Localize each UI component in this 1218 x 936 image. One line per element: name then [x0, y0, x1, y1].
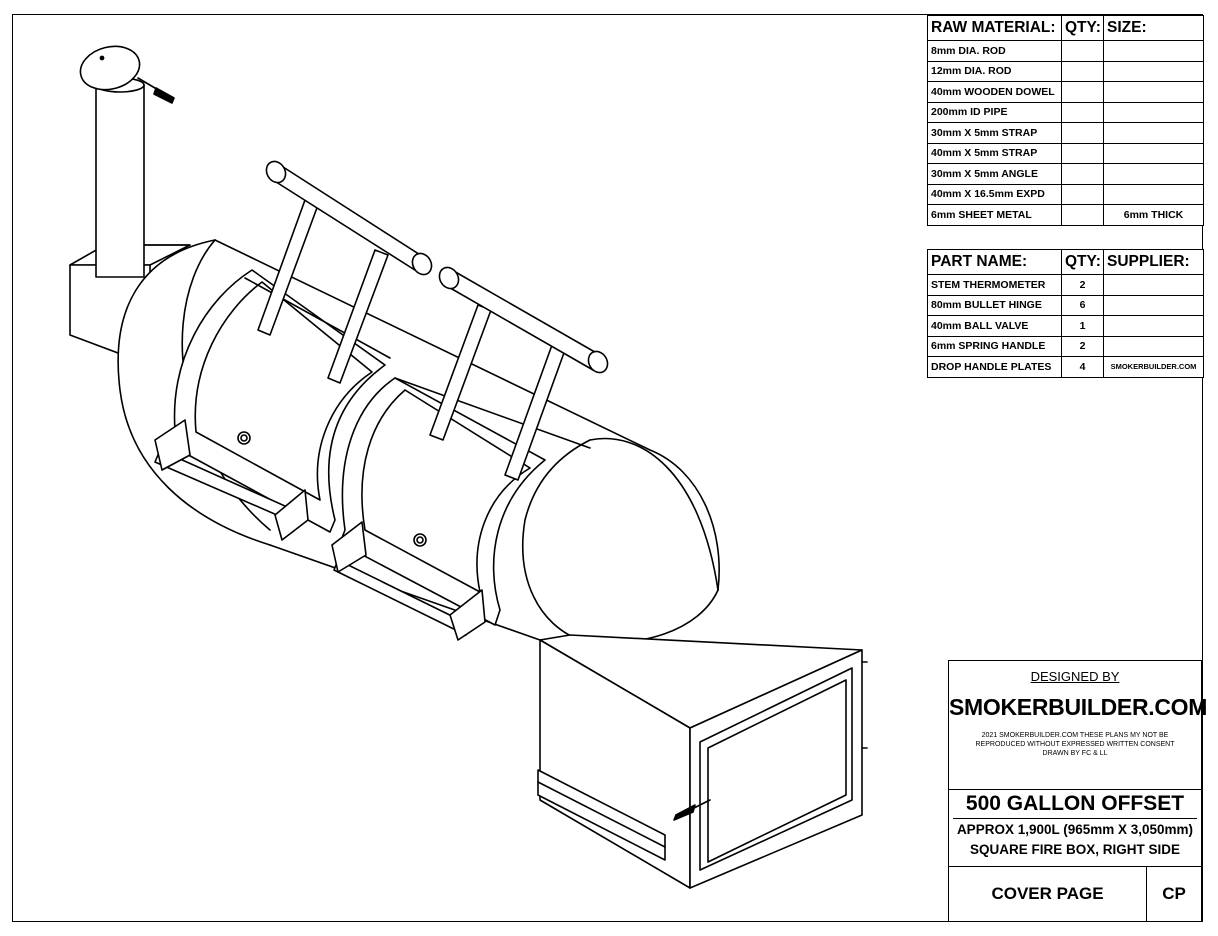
hinge-rod-left: [154, 419, 309, 541]
divider: [949, 866, 1201, 867]
spec-line: APPROX 1,900L (965mm X 3,050mm): [956, 822, 1194, 837]
table-row: 40mm X 16.5mm EXPD: [927, 183, 1204, 205]
part-supplier: [1103, 294, 1204, 316]
table-row: 30mm X 5mm ANGLE: [927, 163, 1204, 185]
material-name: 30mm X 5mm ANGLE: [927, 163, 1062, 185]
material-name: 40mm WOODEN DOWEL: [927, 81, 1062, 103]
material-name: 40mm X 5mm STRAP: [927, 142, 1062, 164]
supplier-header: SUPPLIER:: [1103, 249, 1204, 275]
part-supplier: [1103, 274, 1204, 296]
material-name: 6mm SHEET METAL: [927, 204, 1062, 226]
material-qty: [1061, 163, 1104, 185]
part-name: 6mm SPRING HANDLE: [927, 335, 1062, 357]
part-supplier: [1103, 315, 1204, 337]
table-row: 200mm ID PIPE: [927, 101, 1204, 123]
chimney: [79, 45, 175, 278]
material-qty: [1061, 204, 1104, 226]
copyright-notice: 2021 SMOKERBUILDER.COM THESE PLANS MY NO…: [949, 731, 1201, 758]
part-qty: 4: [1061, 356, 1104, 378]
table-row: 40mm BALL VALVE 1: [927, 315, 1204, 337]
designed-by-label: DESIGNED BY: [1030, 669, 1120, 684]
lid-left: [169, 269, 391, 533]
table-row: 30mm X 5mm STRAP: [927, 122, 1204, 144]
part-qty: 1: [1061, 315, 1104, 337]
table-row: 40mm WOODEN DOWEL: [927, 81, 1204, 103]
material-size: 6mm THICK: [1103, 204, 1204, 226]
table-row: 80mm BULLET HINGE 6: [927, 294, 1204, 316]
handle-right: [429, 266, 609, 481]
part-name: 80mm BULLET HINGE: [927, 294, 1062, 316]
spec-line: SQUARE FIRE BOX, RIGHT SIDE: [969, 842, 1181, 857]
material-size: [1103, 40, 1204, 62]
qty-header: QTY:: [1061, 15, 1104, 41]
title-block: DESIGNED BY SMOKERBUILDER.COM 2021 SMOKE…: [948, 660, 1208, 922]
material-size: [1103, 142, 1204, 164]
raw-material-header-row: RAW MATERIAL: QTY: SIZE:: [927, 15, 1204, 41]
notice-line: 2021 SMOKERBUILDER.COM THESE PLANS MY NO…: [981, 732, 1169, 739]
material-name: 40mm X 16.5mm EXPD: [927, 183, 1062, 205]
part-supplier: SMOKERBUILDER.COM: [1103, 356, 1204, 378]
material-size: [1103, 60, 1204, 82]
part-name: STEM THERMOMETER: [927, 274, 1062, 296]
hinge-rod-right: [331, 521, 486, 641]
material-qty: [1061, 101, 1104, 123]
notice-line: REPRODUCED WITHOUT EXPRESSED WRITTEN CON…: [975, 741, 1175, 748]
firebox: [537, 634, 868, 889]
material-size: [1103, 163, 1204, 185]
table-row: 8mm DIA. ROD: [927, 40, 1204, 62]
material-name: 12mm DIA. ROD: [927, 60, 1062, 82]
sheet-name: COVER PAGE: [949, 867, 1147, 921]
product-title: 500 GALLON OFFSET: [965, 792, 1185, 815]
divider: [953, 818, 1197, 819]
material-qty: [1061, 81, 1104, 103]
divider: [949, 789, 1201, 790]
part-qty: 2: [1061, 335, 1104, 357]
handle-left: [257, 160, 433, 384]
sheet-code: CP: [1162, 884, 1186, 903]
material-name: 200mm ID PIPE: [927, 101, 1062, 123]
material-size: [1103, 81, 1204, 103]
material-qty: [1061, 122, 1104, 144]
parts-table: PART NAME: QTY: SUPPLIER: STEM THERMOMET…: [927, 249, 1204, 378]
qty-header: QTY:: [1061, 249, 1104, 275]
material-size: [1103, 101, 1204, 123]
material-size: [1103, 183, 1204, 205]
raw-material-table: RAW MATERIAL: QTY: SIZE: 8mm DIA. ROD 12…: [927, 15, 1204, 226]
table-row: 12mm DIA. ROD: [927, 60, 1204, 82]
material-qty: [1061, 40, 1104, 62]
brand-name: SMOKERBUILDER.COM: [949, 694, 1208, 720]
material-size: [1103, 122, 1204, 144]
part-name: 40mm BALL VALVE: [927, 315, 1062, 337]
raw-material-header: RAW MATERIAL:: [927, 15, 1062, 41]
part-supplier: [1103, 335, 1204, 357]
table-row: STEM THERMOMETER 2: [927, 274, 1204, 296]
part-name-header: PART NAME:: [927, 249, 1062, 275]
material-qty: [1061, 60, 1104, 82]
table-row: 40mm X 5mm STRAP: [927, 142, 1204, 164]
drawing-border: [12, 14, 1203, 922]
part-qty: 2: [1061, 274, 1104, 296]
parts-header-row: PART NAME: QTY: SUPPLIER:: [927, 249, 1204, 275]
table-row: DROP HANDLE PLATES 4 SMOKERBUILDER.COM: [927, 356, 1204, 378]
table-row: 6mm SHEET METAL 6mm THICK: [927, 204, 1204, 226]
smoker-isometric-drawing: [69, 45, 868, 889]
part-qty: 6: [1061, 294, 1104, 316]
notice-line: DRAWN BY FC & LL: [1042, 750, 1108, 757]
part-name: DROP HANDLE PLATES: [927, 356, 1062, 378]
size-header: SIZE:: [1103, 15, 1204, 41]
material-name: 30mm X 5mm STRAP: [927, 122, 1062, 144]
material-qty: [1061, 183, 1104, 205]
material-qty: [1061, 142, 1104, 164]
material-name: 8mm DIA. ROD: [927, 40, 1062, 62]
table-row: 6mm SPRING HANDLE 2: [927, 335, 1204, 357]
